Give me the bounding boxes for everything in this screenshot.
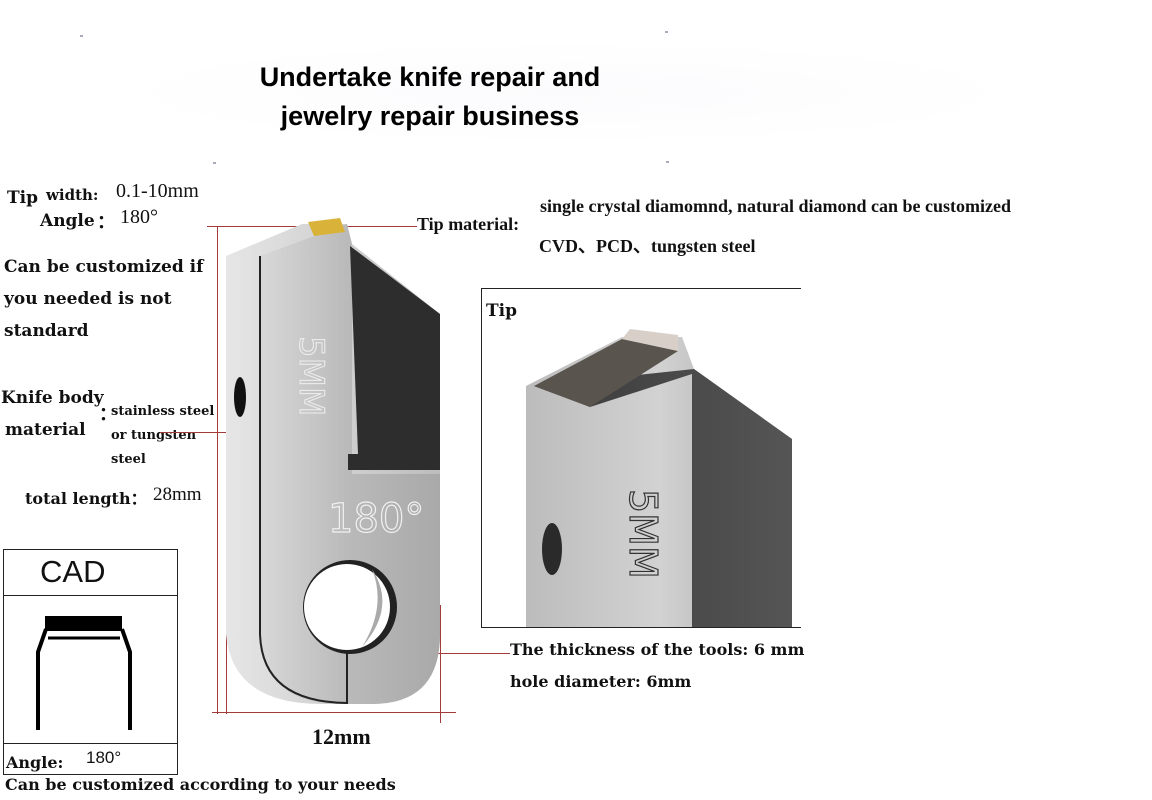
- custom-note-line: standard: [4, 321, 89, 341]
- diamond-tip: [308, 218, 345, 236]
- knife-tool-image: 5MM 180°: [226, 218, 440, 704]
- body-material-value: stainless steel or tungsten steel: [111, 400, 214, 472]
- decorative-dot: [665, 31, 668, 33]
- tip-inset-panel: Tip 5MM: [481, 288, 801, 628]
- tip-material-value-1: single crystal diamomnd, natural diamond…: [540, 196, 1012, 216]
- decorative-dot: [80, 35, 83, 37]
- tip-material-label: Tip material:: [417, 214, 520, 234]
- hole-diameter-spec: hole diameter: 6mm: [510, 672, 692, 691]
- decorative-dot: [666, 161, 669, 163]
- body-material-separator: ：: [99, 404, 117, 425]
- tip-label: Tip: [7, 188, 38, 208]
- width-dimension-label: 12mm: [312, 724, 371, 749]
- cad-header: CAD: [4, 550, 177, 596]
- page-title: Undertake knife repair and jewelry repai…: [150, 58, 710, 136]
- width-ext-left: [226, 626, 227, 714]
- hole-leader-line: [378, 653, 510, 654]
- engraving-size: 5MM: [291, 336, 331, 416]
- footer-note: Can be customized according to your need…: [5, 775, 396, 794]
- width-value: 0.1-10mm: [116, 180, 199, 202]
- decorative-dot: [213, 162, 216, 164]
- cad-drawing: [36, 616, 132, 730]
- body-material-label-1: Knife body: [1, 388, 104, 408]
- width-label: width:: [46, 186, 99, 204]
- tip-material-value-2: CVD、PCD、tungsten steel: [539, 236, 756, 256]
- cad-divider: [4, 743, 177, 744]
- width-ext-right: [440, 605, 441, 723]
- thickness-spec: The thickness of the tools: 6 mm: [510, 640, 805, 659]
- body-material-value-line: steel: [111, 452, 146, 467]
- cad-angle-label: Angle:: [6, 753, 64, 772]
- custom-note: Can be customized if you needed is not s…: [4, 251, 203, 347]
- cad-panel: CAD Angle: 180°: [3, 549, 178, 775]
- custom-note-line: Can be customized if: [4, 257, 204, 277]
- tip-engraving: 5MM: [621, 489, 665, 579]
- cad-title: CAD: [40, 554, 106, 589]
- body-material-label-2: material: [5, 420, 86, 440]
- body-material-value-line: stainless steel: [111, 404, 215, 419]
- cad-angle-value: 180°: [86, 748, 122, 767]
- tip-inset-label: Tip: [486, 301, 517, 321]
- bottom-dimension-line: [212, 712, 456, 713]
- title-line-2: jewelry repair business: [280, 101, 580, 131]
- footer-mask: [0, 775, 180, 800]
- title-line-1: Undertake knife repair and: [259, 62, 601, 92]
- total-length-label: total length：: [25, 489, 147, 508]
- engraving-angle: 180°: [328, 496, 424, 542]
- length-dimension-line: [217, 226, 218, 714]
- body-material-value-line: or tungsten: [111, 428, 197, 443]
- angle-label: Angle: [40, 211, 95, 231]
- total-length-value: 28mm: [153, 484, 202, 505]
- custom-note-line: you needed is not: [4, 289, 172, 309]
- body-material-leader-line: [160, 432, 238, 433]
- angle-value: 180°: [120, 206, 158, 228]
- tip-closeup-image: 5MM: [526, 329, 792, 627]
- angle-separator: ：: [97, 212, 115, 233]
- banner-background: [100, 40, 1040, 145]
